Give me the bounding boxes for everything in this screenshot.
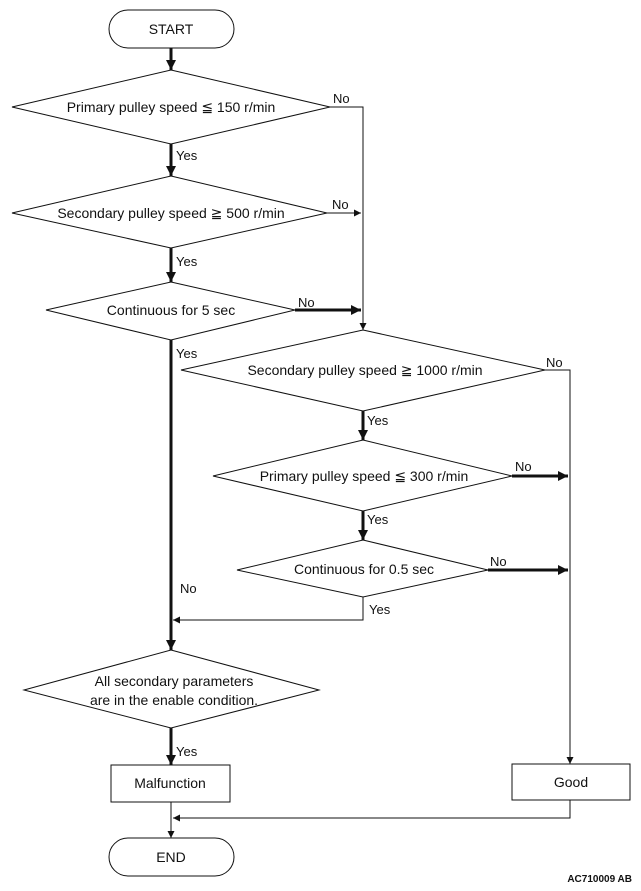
yes-label: Yes [176,346,198,361]
decision-label: Secondary pulley speed ≧ 500 r/min [57,205,284,221]
no-label: No [332,197,349,212]
start-label: START [149,21,194,37]
good-box [511,763,631,801]
decision-primary-150: Primary pulley speed ≦ 150 r/min [11,69,331,145]
decision-diamond [212,439,513,512]
malfunction-node: Malfunction [110,764,231,803]
good-label: Good [554,774,588,790]
yes-label: Yes [367,512,389,527]
start-terminal [108,9,235,49]
decision-diamond [45,281,296,341]
no-label: No [546,355,563,370]
decision-label: Primary pulley speed ≦ 300 r/min [260,468,469,484]
decision-continuous-5sec: Continuous for 5 sec [45,281,296,341]
no-label: No [490,554,507,569]
decision-diamond [11,175,328,249]
decision-label-line2: are in the enable condition. [90,692,258,708]
yes-label: Yes [367,413,389,428]
decision-diamond [22,649,321,729]
malfunction-box [110,764,231,803]
decision-label: Continuous for 5 sec [107,302,235,318]
branch-labels: Yes Yes Yes Yes Yes Yes Yes No No No No … [176,91,563,759]
end-label: END [156,849,186,865]
no-label: No [180,581,197,596]
yes-label: Yes [176,254,198,269]
decision-secondary-params: All secondary parameters are in the enab… [22,649,321,729]
connectors [166,48,574,838]
decision-continuous-05sec: Continuous for 0.5 sec [236,539,489,598]
decision-label: Primary pulley speed ≦ 150 r/min [67,99,276,115]
decision-secondary-500: Secondary pulley speed ≧ 500 r/min [11,175,328,249]
decision-secondary-1000: Secondary pulley speed ≧ 1000 r/min [180,329,546,412]
yes-label: Yes [369,602,391,617]
arrow-good-to-end [173,800,571,822]
figure-code: AC710009 AB [567,874,632,885]
decision-diamond [180,329,546,412]
arrow-d6-yes [173,597,364,624]
decision-diamond [236,539,489,598]
decision-label-line1: All secondary parameters [95,673,254,689]
good-node: Good [511,763,631,801]
yes-label: Yes [176,148,198,163]
no-label: No [333,91,350,106]
no-label: No [298,295,315,310]
arrow-d4-no [545,369,574,764]
end-node: END [108,837,235,877]
end-terminal [108,837,235,877]
decision-label: Continuous for 0.5 sec [294,561,434,577]
yes-label: Yes [176,744,198,759]
arrow-d1-no [330,106,367,330]
start-node: START [108,9,235,49]
decision-label: Secondary pulley speed ≧ 1000 r/min [247,362,482,378]
decision-diamond [11,69,331,145]
no-label: No [515,459,532,474]
malfunction-label: Malfunction [134,775,206,791]
decision-primary-300: Primary pulley speed ≦ 300 r/min [212,439,513,512]
